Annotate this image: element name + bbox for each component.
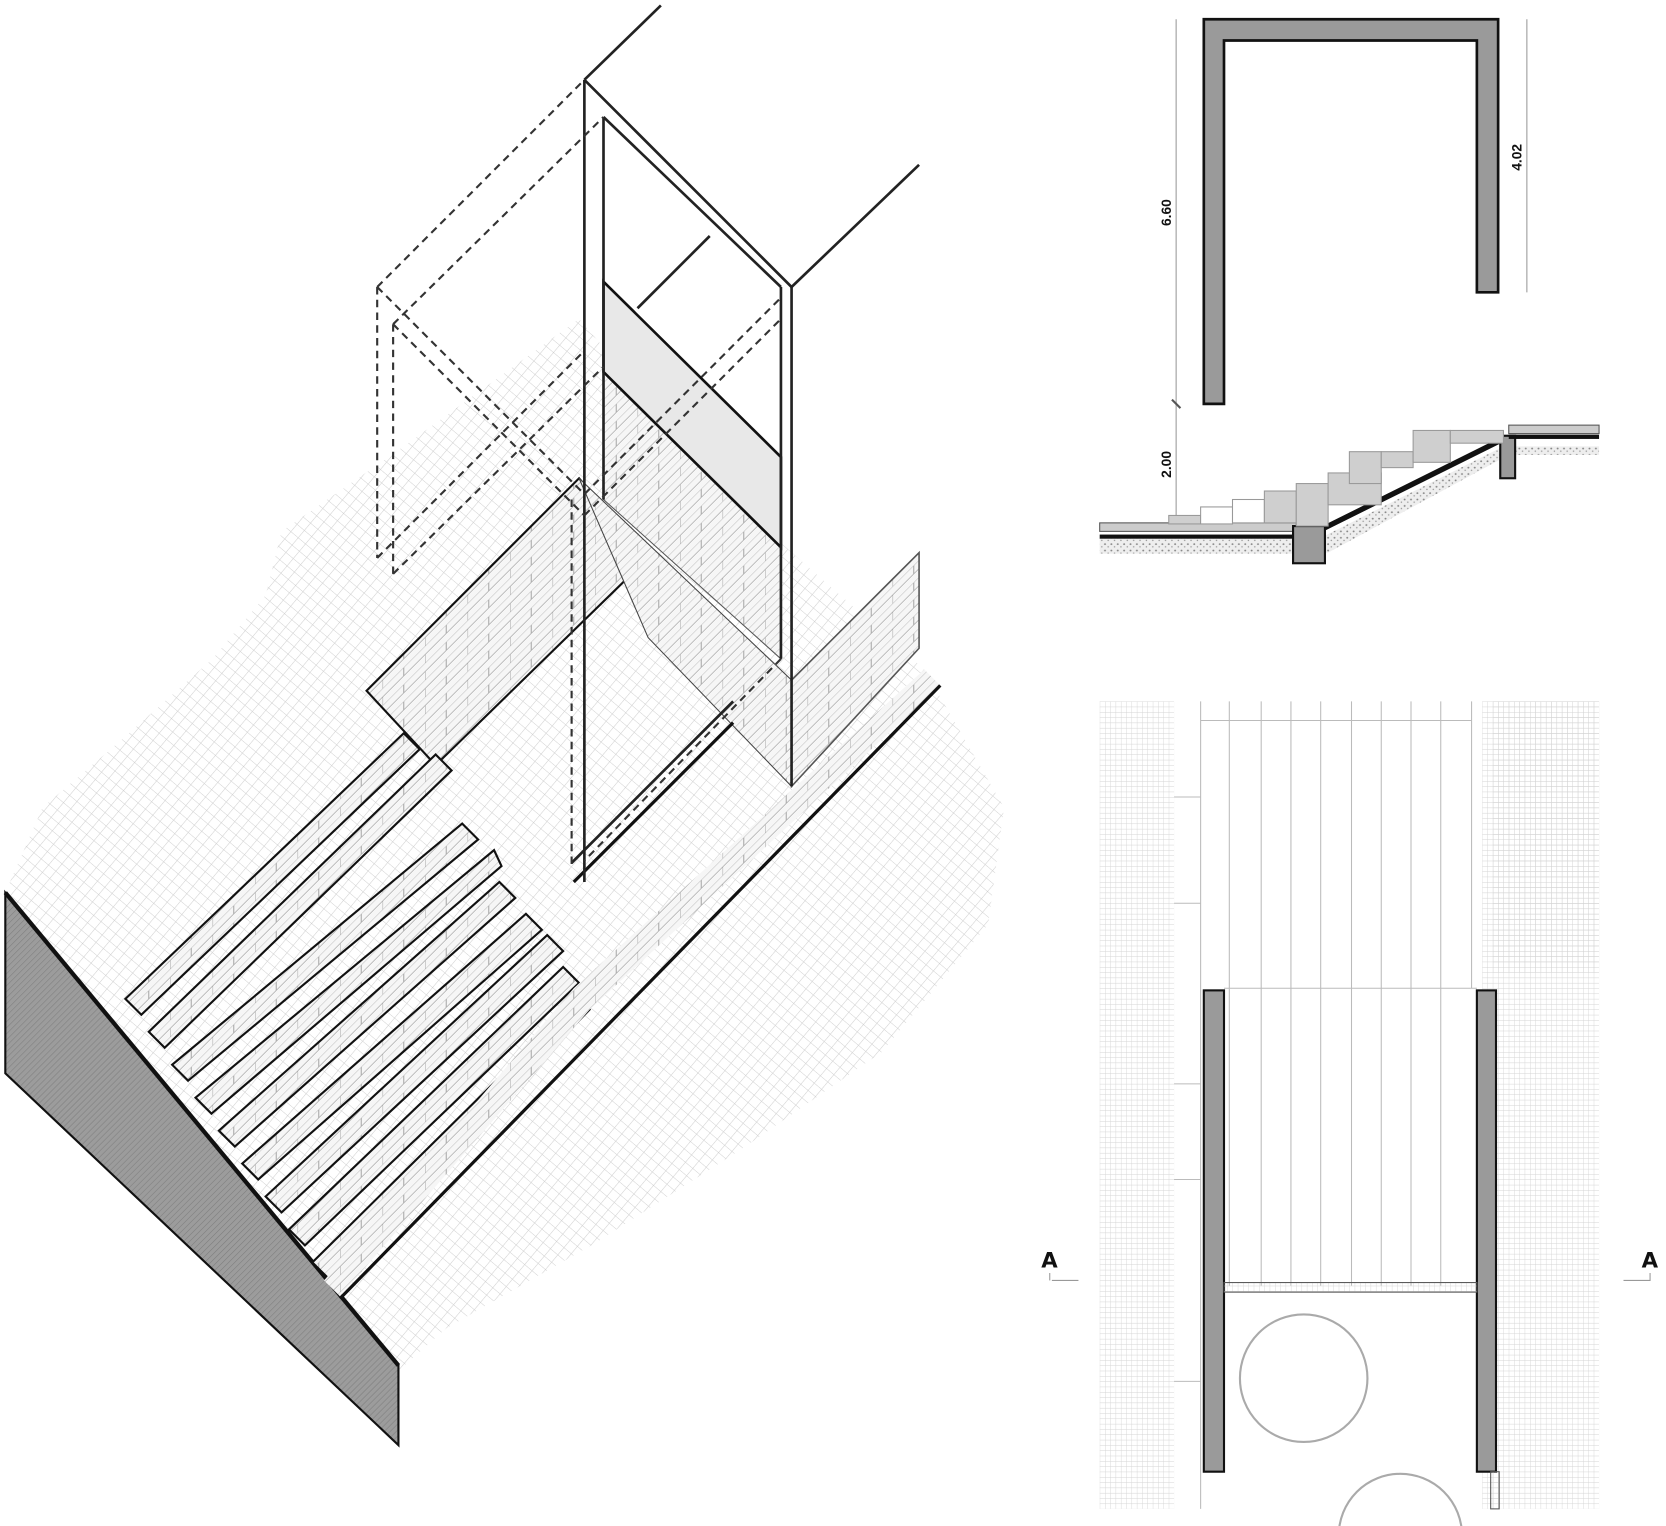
stair-step <box>264 933 565 1214</box>
dimension-right: 4.02 <box>1509 144 1525 171</box>
lower-ramp-paving <box>324 669 941 1297</box>
dimension-lower-left: 2.00 <box>1158 451 1174 478</box>
stair-step <box>147 753 454 1050</box>
wall-left <box>1202 989 1226 1473</box>
tower-frame <box>570 4 920 882</box>
wall-plan-top: 6.60 2.00 4.02 <box>1158 17 1528 532</box>
paving-lines <box>1174 701 1477 1509</box>
dimension-upper-left: 6.60 <box>1158 199 1174 226</box>
stair-step <box>240 912 544 1181</box>
stair-step <box>123 731 422 1017</box>
planter-circle <box>1238 1313 1369 1443</box>
stair-step <box>217 880 517 1149</box>
threshold-strip <box>1223 1282 1478 1293</box>
floor-plan: A A <box>1041 701 1659 1526</box>
section-steps <box>1168 429 1504 527</box>
u-shaped-wall <box>1202 17 1500 406</box>
stair-step <box>287 965 581 1247</box>
footing-left <box>1292 525 1326 565</box>
section-mark-right: A <box>1642 1249 1659 1274</box>
stair-step <box>170 822 480 1083</box>
isometric-view <box>3 4 1005 1448</box>
stair-section <box>1099 424 1600 565</box>
stair-step <box>193 848 503 1116</box>
section-mark-left: A <box>1041 1249 1058 1274</box>
footing-right <box>1499 434 1517 480</box>
planter-circle <box>1338 1472 1463 1526</box>
tower-frame-dashed <box>376 79 782 867</box>
wall-right <box>1475 989 1498 1473</box>
